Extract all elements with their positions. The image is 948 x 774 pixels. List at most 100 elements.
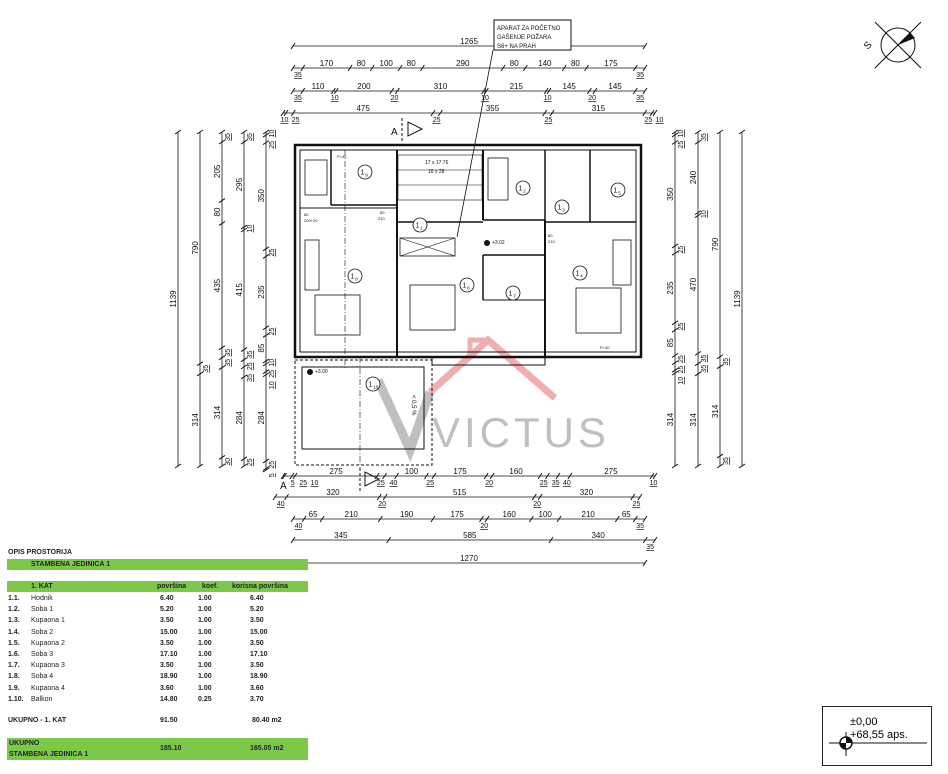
dimension-label: 35	[294, 72, 302, 79]
dimension-label: 100	[380, 59, 394, 68]
svg-text:7: 7	[513, 294, 516, 299]
column-header-area: površina	[157, 582, 187, 590]
floor-total-useful: 80.40 m2	[252, 717, 282, 724]
dimension-tick	[671, 370, 679, 376]
row-useful: 17.10	[250, 651, 268, 658]
dimension-label: 35	[701, 365, 708, 373]
row-name: Kupaona 1	[31, 617, 65, 625]
dimension-label-wrap: 275	[604, 467, 618, 476]
dimension-label-wrap: 25	[540, 480, 548, 487]
svg-text:APARAT ZA POČETNO: APARAT ZA POČETNO	[497, 25, 561, 32]
dimension-label: 40	[390, 480, 398, 487]
dimension-label-wrap: 20	[391, 95, 399, 102]
dimension-label: 110	[312, 82, 325, 91]
door-width: 80	[548, 233, 553, 238]
dimension-label: 1265	[460, 37, 478, 46]
dimension-tick	[642, 559, 648, 567]
dimension-tick	[284, 493, 290, 501]
row-name: Kupaona 4	[31, 684, 65, 692]
dimension-tick	[738, 129, 746, 135]
dimension-label: 25	[632, 501, 640, 508]
dimension-tick	[671, 139, 679, 145]
dimension-label: 40	[295, 523, 303, 530]
dimension-label: 275	[329, 467, 343, 476]
row-area: 15.00	[160, 628, 178, 636]
dimension-label-wrap: 35	[294, 72, 302, 79]
dimension-tick	[549, 109, 555, 117]
dimension-tick	[614, 515, 620, 523]
unit-header-bar: STAMBENA JEDINICA 1	[7, 559, 308, 570]
row-coef: 1.00	[198, 595, 212, 602]
dimension-label: 350	[257, 188, 266, 202]
dimension-label: 415	[235, 283, 244, 297]
dimension-label-wrap: 25	[545, 117, 553, 124]
dimension-label: 35	[552, 480, 560, 487]
dimension-tick	[632, 87, 638, 95]
dimension-tick	[240, 456, 248, 462]
dimension-label-wrap: 35	[225, 133, 232, 141]
dimension-label-wrap: 40	[563, 480, 571, 487]
svg-text:S6+ NA PRAH: S6+ NA PRAH	[497, 44, 536, 50]
dimension-tick	[240, 347, 248, 352]
dimension-tick	[649, 109, 655, 117]
dimension-label: 140	[538, 59, 552, 68]
dimension-label-wrap: 284	[235, 411, 244, 425]
dimension-label: 85	[666, 338, 675, 347]
room-schedule-table: OPIS PROSTORIJA STAMBENA JEDINICA 1 1. K…	[0, 0, 320, 774]
dimension-label: 10	[656, 117, 664, 124]
dimension-label: 314	[213, 405, 222, 419]
dimension-tick	[240, 224, 248, 230]
dimension-label: 320	[580, 488, 594, 497]
dimension-tick	[642, 42, 648, 50]
dimension-tick	[424, 472, 429, 480]
dimension-label: 1139	[733, 290, 742, 308]
dimension-tick	[632, 515, 638, 523]
dimension-label-wrap: 10	[247, 225, 254, 233]
dimension-label: 35	[225, 359, 232, 367]
dimension-label: 35	[701, 133, 708, 141]
dimension-label: 10	[544, 95, 552, 102]
dimension-label-wrap: 235	[257, 285, 266, 299]
dimension-label-wrap: 310	[434, 82, 448, 91]
dimension-label: 340	[591, 531, 605, 540]
svg-text:10: 10	[373, 385, 379, 390]
row-name: Kupaona 2	[31, 639, 65, 647]
dimension-tick	[218, 221, 226, 226]
dimension-label: 25	[269, 461, 276, 469]
dimension-tick	[528, 515, 534, 523]
dimension-tick	[694, 213, 702, 218]
level-zero: ±0,00	[850, 716, 878, 728]
row-name: Hodnik	[31, 595, 53, 602]
dimension-label-wrap: 170	[320, 59, 334, 68]
table-title: OPIS PROSTORIJA	[8, 549, 73, 556]
dimension-label: 35	[723, 457, 730, 465]
dimension-label-wrap: 30	[225, 458, 232, 466]
row-name: Kupaona 3	[31, 662, 65, 670]
dimension-label-wrap: 314	[213, 405, 222, 419]
dimension-label: 25	[678, 246, 685, 254]
dimension-label: 25	[678, 355, 685, 363]
dimension-label-wrap: 100	[405, 467, 419, 476]
dimension-tick	[694, 361, 702, 367]
dimension-label: 475	[356, 104, 370, 113]
dimension-label: 35	[225, 133, 232, 141]
dimension-label-wrap: 10	[701, 210, 708, 218]
dimension-tick	[652, 109, 658, 117]
dimension-label-wrap: 25	[426, 480, 434, 487]
dimension-label: 10	[331, 95, 339, 102]
dimension-label: 790	[711, 237, 720, 251]
dimension-label-wrap: 25	[678, 355, 685, 363]
dimension-label-wrap: 35	[701, 365, 708, 373]
dimension-tick	[545, 472, 550, 480]
dimension-label: 35	[723, 358, 730, 366]
row-coef: 1.00	[198, 662, 212, 670]
dimension-label: 10	[701, 210, 708, 218]
unit-total-row: UKUPNO STAMBENA JEDINICA 1 185.10 165.05…	[7, 738, 308, 760]
dimension-label-wrap: 20	[588, 95, 596, 102]
row-name: Soba 4	[31, 673, 54, 681]
dimension-tick	[196, 129, 204, 135]
